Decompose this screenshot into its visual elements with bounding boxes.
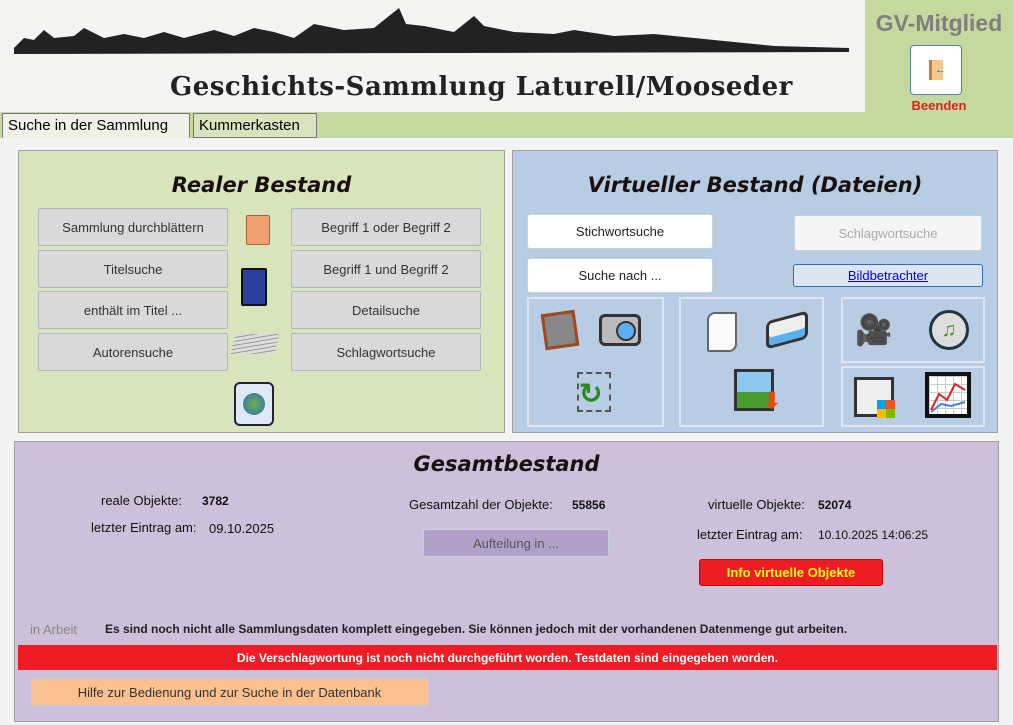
documents-group: ⬇	[679, 297, 824, 427]
line-chart-icon[interactable]	[925, 372, 971, 418]
scroll-document-icon[interactable]	[707, 312, 737, 352]
globe-document-icon[interactable]	[234, 382, 274, 426]
scanner-icon[interactable]	[766, 310, 808, 350]
music-cd-icon[interactable]: ♫	[929, 310, 969, 350]
picture-icon[interactable]	[540, 309, 580, 351]
keyword-search-button[interactable]: Schlagwortsuche	[291, 333, 481, 371]
search-for-button[interactable]: Suche nach ...	[527, 258, 713, 293]
real-inventory-panel: Realer Bestand Sammlung durchblättern Ti…	[18, 150, 505, 433]
real-objects-label: reale Objekte:	[101, 493, 182, 508]
real-last-entry-label: letzter Eintrag am:	[91, 520, 197, 535]
real-title: Realer Bestand	[171, 173, 352, 197]
virtual-inventory-panel: Virtueller Bestand (Dateien) Stichwortsu…	[512, 150, 998, 433]
newspaper-icon	[230, 334, 280, 354]
header-banner: Geschichts-Sammlung Laturell/Mooseder	[0, 0, 865, 112]
split-button[interactable]: Aufteilung in ...	[423, 529, 609, 557]
term-and-button[interactable]: Begriff 1 und Begriff 2	[291, 250, 481, 288]
app-title: Geschichts-Sammlung Laturell/Mooseder	[170, 72, 793, 102]
virtual-objects-value: 52074	[818, 498, 852, 512]
exit-button[interactable]: ←	[910, 45, 962, 95]
exit-label[interactable]: Beenden	[911, 98, 967, 113]
camera-icon[interactable]	[599, 314, 641, 346]
real-last-entry-value: 09.10.2025	[209, 521, 275, 536]
help-button[interactable]: Hilfe zur Bedienung und zur Suche in der…	[31, 678, 428, 706]
term-or-button[interactable]: Begriff 1 oder Begriff 2	[291, 208, 481, 246]
video-camera-icon[interactable]: 🎥	[855, 313, 893, 347]
book-icon	[246, 215, 270, 245]
user-panel: GV-Mitglied ← Beenden	[865, 0, 1013, 113]
subject-search-button[interactable]: Schlagwortsuche	[794, 215, 982, 251]
user-role: GV-Mitglied	[875, 10, 1003, 36]
media-group: 🎥 ♫	[841, 297, 985, 363]
title-search-button[interactable]: Titelsuche	[38, 250, 228, 288]
import-arrow-icon[interactable]: ↻	[577, 372, 611, 412]
virtual-last-entry-value: 10.10.2025 14:06:25	[818, 528, 929, 542]
town-skyline-logo	[14, 8, 849, 54]
binder-icon	[241, 268, 267, 306]
status-label: in Arbeit	[30, 622, 77, 637]
tab-kummerkasten[interactable]: Kummerkasten	[193, 113, 317, 138]
exit-door-icon: ←	[929, 60, 946, 80]
total-inventory-panel: Gesamtbestand reale Objekte: 3782 letzte…	[14, 441, 999, 722]
virtual-title: Virtueller Bestand (Dateien)	[587, 173, 923, 197]
image-viewer-link[interactable]: Bildbetrachter	[793, 264, 983, 287]
tab-bar: Suche in der Sammlung Kummerkasten	[0, 112, 1013, 138]
virtual-last-entry-label: letzter Eintrag am:	[697, 527, 803, 542]
virtual-objects-label: virtuelle Objekte:	[708, 497, 805, 512]
info-virtual-objects-button[interactable]: Info virtuelle Objekte	[699, 559, 883, 586]
detail-search-button[interactable]: Detailsuche	[291, 291, 481, 329]
notice-text: Es sind noch nicht alle Sammlungsdaten k…	[105, 622, 848, 636]
browse-collection-button[interactable]: Sammlung durchblättern	[38, 208, 228, 246]
warning-banner: Die Verschlagwortung ist noch nicht durc…	[18, 645, 997, 670]
keyword-full-text-search-button[interactable]: Stichwortsuche	[527, 214, 713, 249]
total-objects-value: 55856	[572, 498, 606, 512]
images-group: ↻	[527, 297, 664, 427]
presentation-icon[interactable]	[854, 377, 895, 418]
real-objects-value: 3782	[202, 494, 229, 508]
office-group	[841, 366, 985, 427]
image-download-icon[interactable]: ⬇	[734, 369, 781, 413]
total-title: Gesamtbestand	[413, 452, 600, 476]
author-search-button[interactable]: Autorensuche	[38, 333, 228, 371]
title-contains-button[interactable]: enthält im Titel ...	[38, 291, 228, 329]
total-objects-label: Gesamtzahl der Objekte:	[409, 497, 553, 512]
tab-suche[interactable]: Suche in der Sammlung	[2, 113, 190, 138]
